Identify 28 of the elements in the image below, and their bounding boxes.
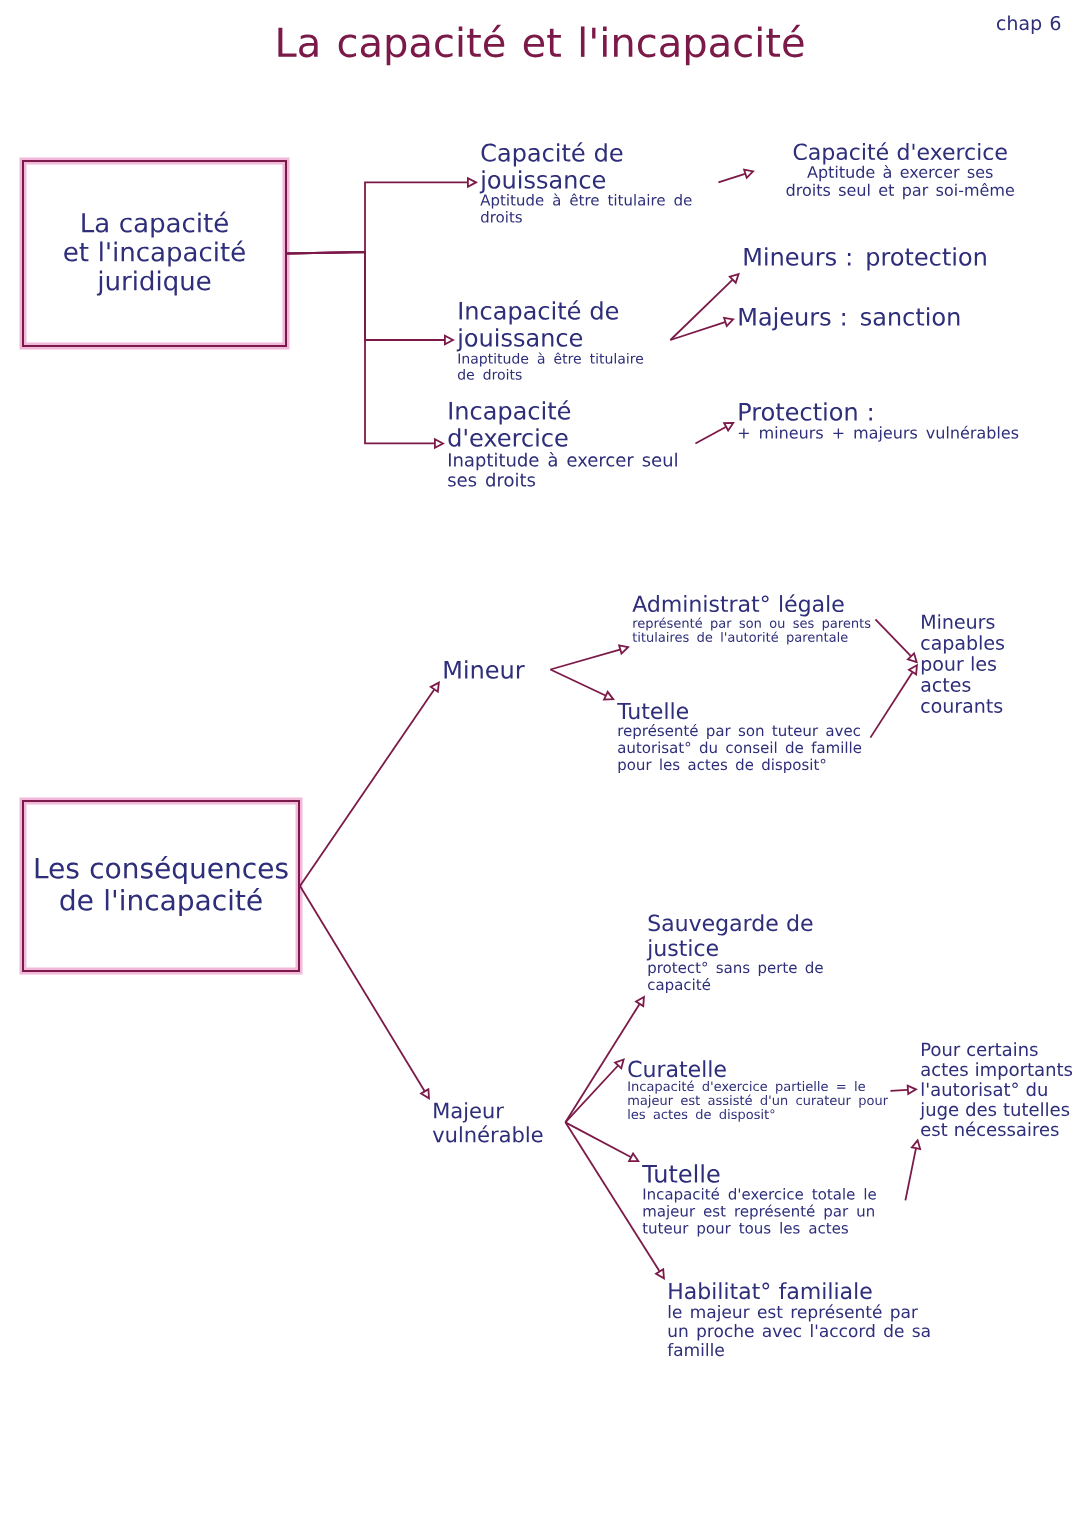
topic-text: Curatelle Incapacité d'exercice partielle = le majeur est assisté d'un curateur pour les actes de disposit° bbox=[628, 1060, 889, 1122]
topic-text: Tutelle Incapacité d'exercice totale le majeur est représenté par un tuteur pour tous les actes bbox=[642, 1164, 876, 1237]
arrow bbox=[564, 1121, 665, 1280]
topic-text: Habilitat° familiale le majeur est représenté par un proche avec l'accord de sa famille bbox=[667, 1282, 930, 1357]
topic-text: Tutelle représenté par son tuteur avec autorisat° du conseil de famille pour les actes de disposit° bbox=[617, 702, 862, 774]
topic-text: Mineurs : protection bbox=[744, 247, 986, 271]
topic-text: Protection : + mineurs + majeurs vulnérables bbox=[738, 402, 1019, 442]
topic-text: Sauvegarde de justice protect° sans perte de capacité bbox=[646, 914, 823, 994]
topic-box: La capacité et l'incapacité juridique bbox=[19, 157, 290, 350]
arrow bbox=[564, 1058, 625, 1124]
arrow bbox=[299, 885, 430, 1100]
arrow bbox=[694, 422, 735, 445]
topic-text: Administrat° légale représenté par son ou ses parents titulaires de l'autorité parentale bbox=[632, 594, 871, 645]
arrow bbox=[564, 1121, 640, 1162]
arrow bbox=[299, 681, 440, 887]
topic-text: Majeur vulnérable bbox=[432, 1102, 543, 1143]
topic-text: Capacité de jouissance Aptitude à être titulaire de droits bbox=[479, 142, 692, 223]
topic-text: Mineur bbox=[444, 660, 525, 679]
topic-box: Les conséquences de l'incapacité bbox=[19, 797, 303, 975]
topic-text: Incapacité d'exercice Inaptitude à exercer seul ses droits bbox=[448, 400, 677, 487]
topic-text: Incapacité de jouissance Inaptitude à être titulaire de droits bbox=[456, 300, 644, 380]
topic-text: Mineurs capables pour les actes courants bbox=[921, 614, 1004, 713]
topic-text: Capacité d'exercice Aptitude à exercer ses droits seul et par soi-même bbox=[786, 142, 1014, 200]
arrow bbox=[549, 668, 615, 701]
page-note: chap 6 bbox=[997, 15, 1061, 34]
topic-text: Majeurs : sanction bbox=[739, 307, 960, 331]
title: La capacité et l'incapacité bbox=[278, 24, 804, 66]
topic-text: Pour certains actes importants l'autorisat° du juge des tutelles est nécessaires bbox=[919, 1042, 1073, 1137]
